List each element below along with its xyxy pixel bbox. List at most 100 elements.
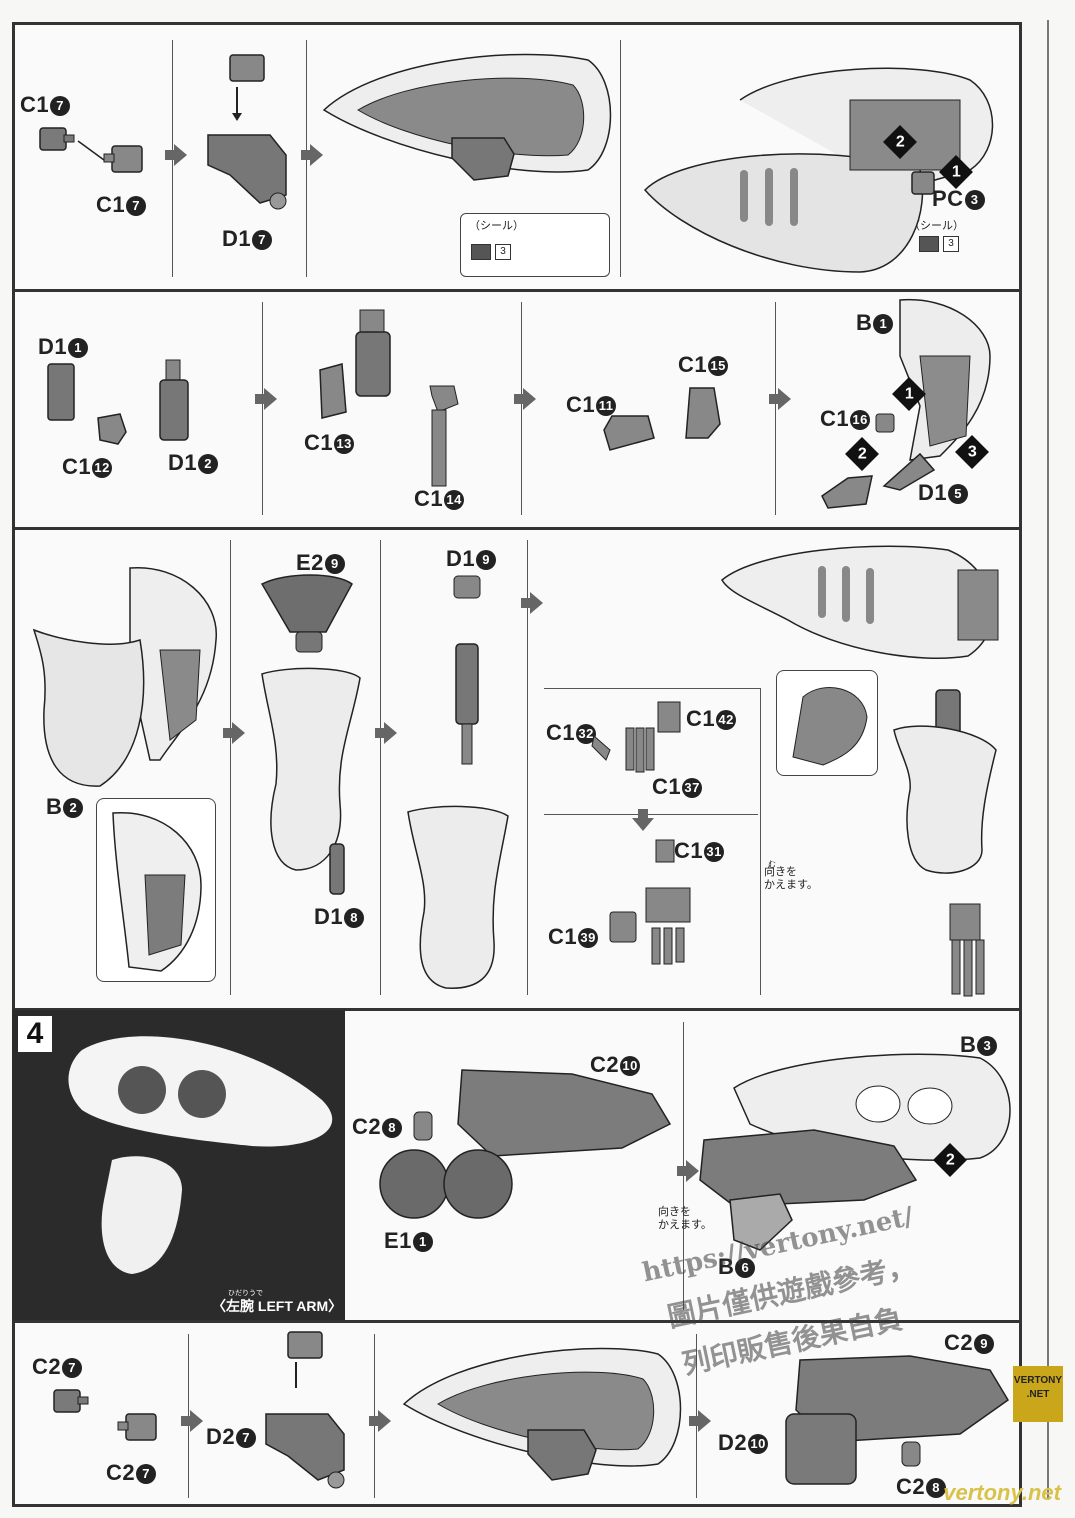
forearm-shell-open	[32, 567, 217, 787]
flow-arrow	[689, 1410, 711, 1432]
column-divider	[262, 302, 263, 515]
shoulder-joint-detail	[792, 687, 868, 766]
site-url: vertony.net	[943, 1480, 1061, 1505]
part-d27-assembled	[527, 1429, 597, 1481]
forearm-final	[893, 689, 997, 874]
sticker-swatch	[471, 244, 491, 260]
site-logo: VERTONY.NET	[1013, 1366, 1063, 1422]
part-d12	[159, 359, 189, 441]
part-c115	[685, 387, 721, 439]
part-c17-joint	[103, 145, 143, 173]
part-b1-shell	[899, 298, 991, 461]
part-c210-assembled	[699, 1129, 918, 1207]
row-divider-5	[12, 1320, 1022, 1323]
flow-arrow	[677, 1160, 699, 1182]
sticker-number: 3	[495, 244, 511, 260]
column-divider	[230, 540, 231, 995]
hand-subassembly-divider	[544, 814, 758, 815]
part-d15	[882, 452, 936, 491]
flow-arrow	[255, 388, 277, 410]
caption-ruby: ひだりうで	[228, 1290, 263, 1297]
part-d18	[329, 843, 345, 895]
part-c113-assembly	[319, 309, 459, 487]
row-divider-4	[12, 1008, 1022, 1011]
flow-arrow	[181, 1410, 203, 1432]
sticker-title: （シール）	[469, 220, 524, 232]
part-c27-block	[53, 1389, 89, 1413]
part-d11	[47, 363, 75, 421]
part-d19-shaft-assembly	[453, 575, 481, 765]
connect-line	[77, 140, 105, 161]
detail-inset	[96, 798, 216, 982]
flow-arrow	[301, 144, 323, 166]
flow-arrow	[375, 722, 397, 744]
column-divider	[620, 40, 621, 277]
column-divider	[380, 540, 381, 995]
shoulder-shell-inside	[322, 53, 612, 173]
sticker-title: （シール）	[909, 220, 964, 232]
part-c116-piece	[821, 475, 873, 509]
part-pc3	[911, 171, 935, 195]
part-e29-vent	[260, 574, 353, 653]
flow-arrow	[521, 592, 543, 614]
sticker-callout: （シール） 3	[460, 213, 610, 277]
flow-arrow-down	[632, 809, 654, 831]
part-b6	[729, 1193, 793, 1251]
part-c17-block	[39, 127, 75, 151]
step-number: 4	[18, 1016, 52, 1052]
column-divider	[521, 302, 522, 515]
flow-arrow	[514, 388, 536, 410]
part-hand-fingers	[591, 701, 681, 773]
forearm-inner-detail	[112, 812, 202, 972]
turn-note: 向きを かえます。	[658, 1206, 712, 1231]
part-c210-frame	[457, 1069, 672, 1157]
sticker-number: 3	[943, 236, 959, 252]
flow-arrow	[165, 144, 187, 166]
part-e11-vent	[379, 1149, 513, 1219]
part-c28-2	[901, 1441, 921, 1467]
part-d210	[785, 1413, 857, 1485]
shoulder-shell-inside-2	[402, 1347, 682, 1467]
flow-arrow	[369, 1410, 391, 1432]
hand-final	[949, 903, 985, 997]
part-d17-assembled	[451, 137, 515, 181]
hand-subassembly-box	[544, 688, 761, 995]
part-c111	[603, 415, 655, 451]
flow-arrow	[223, 722, 245, 744]
flow-arrow	[769, 388, 791, 410]
row-divider-2	[12, 289, 1022, 292]
left-arm-photo	[68, 1036, 333, 1274]
column-divider	[775, 302, 776, 515]
column-divider	[527, 540, 528, 995]
part-c116	[875, 413, 895, 433]
part-d27-joint-block	[265, 1331, 345, 1489]
shoulder-shell-closed	[643, 67, 994, 273]
